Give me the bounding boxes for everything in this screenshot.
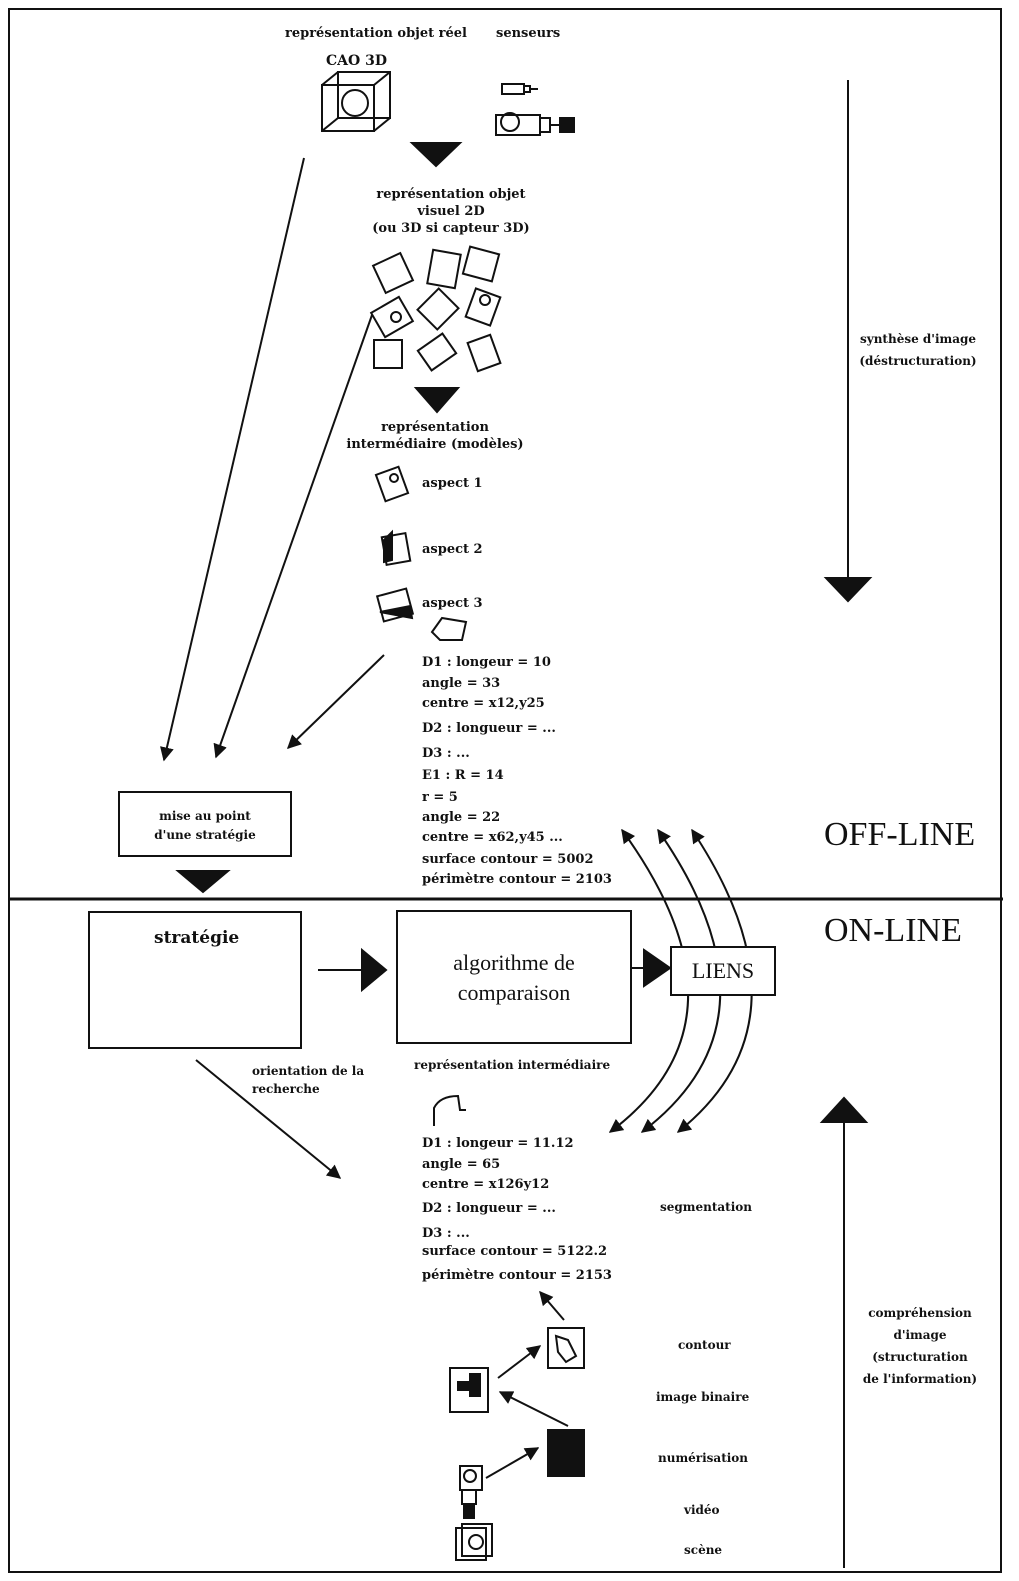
- step-scene: scène: [684, 1543, 723, 1557]
- offline-side-arrowhead: [823, 577, 873, 603]
- step-segmentation: segmentation: [660, 1200, 752, 1214]
- online-side-label: compréhension d'image (structuration de …: [862, 1306, 978, 1386]
- arrow-models-to-strategy: [286, 654, 385, 749]
- diagram-frame: [8, 8, 1002, 1573]
- arrow-video-to-num: [485, 1447, 540, 1479]
- arrow-visual-to-strategy: [213, 314, 373, 759]
- step-contour: contour: [678, 1338, 731, 1352]
- offline-zone-label: OFF-LINE: [824, 816, 976, 853]
- strategy-setup-box: mise au point d'une stratégie: [118, 791, 292, 857]
- arrow-contour-to-params: [539, 1290, 565, 1321]
- label-rep-objet-reel: représentation objet réel: [285, 26, 467, 41]
- label-intermediaire-models: représentation intermédiaire (modèles): [346, 420, 524, 452]
- label-cao: CAO 3D: [326, 53, 387, 69]
- param-line: surface contour = 5122.2: [422, 1244, 608, 1259]
- strategy-setup-label: mise au point d'une stratégie: [154, 809, 256, 842]
- param-line: centre = x126y12: [422, 1177, 550, 1192]
- liens-box: LIENS: [670, 946, 776, 996]
- param-line: D2 : longueur = ...: [422, 721, 556, 736]
- sensor-icons: [495, 83, 575, 136]
- param-line: E1 : R = 14: [422, 768, 504, 783]
- arrow-num-to-binary: [498, 1391, 569, 1427]
- strategy-title: stratégie: [154, 928, 240, 948]
- online-contour-icon: [433, 1094, 466, 1126]
- param-line: centre = x62,y45 ...: [422, 830, 563, 845]
- online-side-arrowhead: [819, 1096, 869, 1123]
- param-line: D3 : ...: [422, 1226, 470, 1241]
- liens-label: LIENS: [691, 958, 755, 983]
- down-arrow-3: [175, 870, 231, 894]
- down-arrow-1: [409, 142, 463, 168]
- param-line: D2 : longueur = ...: [422, 1201, 556, 1216]
- step-numerisation: numérisation: [658, 1451, 749, 1465]
- label-visual-2d: représentation objet visuel 2D (ou 3D si…: [372, 187, 530, 236]
- online-rep-intermediaire: représentation intermédiaire: [414, 1058, 611, 1072]
- param-line: périmètre contour = 2153: [422, 1268, 612, 1283]
- label-aspect-2: aspect 2: [422, 542, 483, 557]
- param-line: r = 5: [422, 790, 458, 805]
- param-line: surface contour = 5002: [422, 852, 594, 867]
- arrow-cao-to-strategy: [160, 157, 305, 762]
- aspect-icons: [374, 465, 468, 641]
- liens-curved-arrows: [608, 828, 753, 1133]
- visual-2d-cubes-icon: [369, 245, 502, 373]
- param-line: angle = 65: [422, 1157, 501, 1172]
- online-zone-label: ON-LINE: [824, 912, 962, 949]
- label-aspect-3: aspect 3: [422, 596, 483, 611]
- arrow-binary-to-contour: [497, 1345, 542, 1379]
- step-image-binaire: image binaire: [656, 1390, 750, 1404]
- strategy-box: stratégie: [88, 911, 302, 1049]
- algo-label: algorithme de comparaison: [453, 950, 575, 1005]
- step-video: vidéo: [684, 1503, 720, 1517]
- param-line: angle = 22: [422, 810, 501, 825]
- down-arrow-2: [413, 387, 461, 414]
- param-line: périmètre contour = 2103: [422, 872, 612, 887]
- orientation-label: orientation de la recherche: [252, 1064, 365, 1096]
- label-senseurs: senseurs: [496, 26, 561, 41]
- arrow-orientation: [195, 1059, 342, 1179]
- param-line: angle = 33: [422, 676, 501, 691]
- label-aspect-1: aspect 1: [422, 476, 483, 491]
- param-line: D1 : longeur = 10: [422, 655, 551, 670]
- pipeline-icons: [449, 1327, 585, 1561]
- param-line: D3 : ...: [422, 746, 470, 761]
- cao-cube-icon: [321, 71, 391, 132]
- param-line: D1 : longeur = 11.12: [422, 1136, 574, 1151]
- param-line: centre = x12,y25: [422, 696, 545, 711]
- algo-box: algorithme de comparaison: [396, 910, 632, 1044]
- offline-side-label: synthèse d'image (déstructuration): [859, 332, 977, 368]
